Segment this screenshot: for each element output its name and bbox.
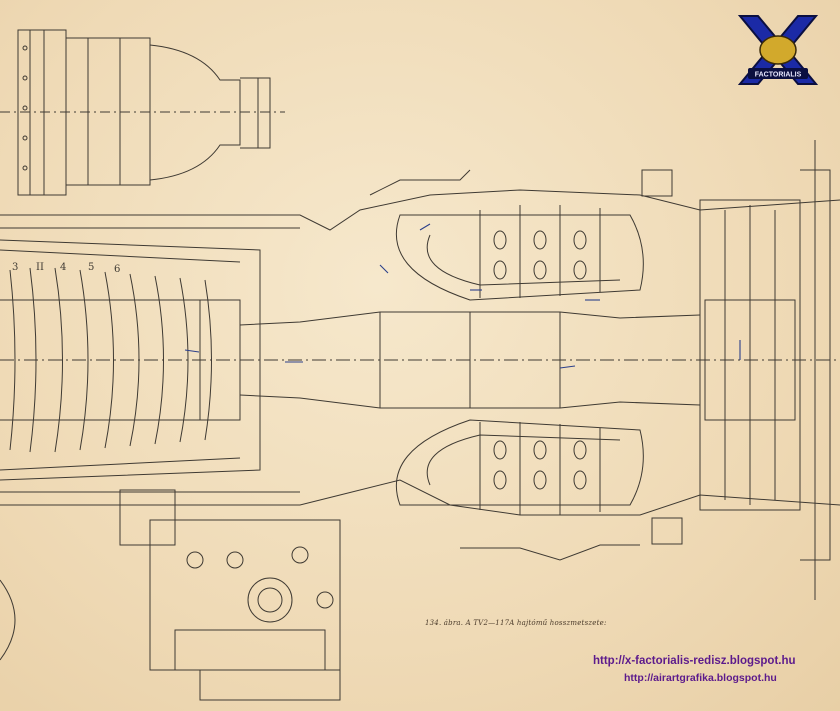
stage-label: 5 (88, 262, 94, 273)
combustion-chamber-lower (395, 419, 644, 515)
engine-outer-casing (0, 189, 840, 516)
main-shaft (239, 311, 701, 409)
left-housing-arc (0, 579, 16, 661)
watermark-url-primary[interactable]: http://x-factorialis-redisz.blogspot.hu (593, 655, 796, 667)
compressor-section (0, 239, 261, 481)
combustion-chamber-upper (395, 205, 644, 301)
logo-text: FACTORIALIS (755, 72, 802, 79)
intake-detail-view (0, 29, 285, 196)
watermark-url-secondary[interactable]: http://airartgrafika.blogspot.hu (624, 672, 777, 684)
accessory-gearbox (119, 489, 341, 701)
figure-caption: 134. ábra. A TV2—117A hajtómű hosszmetsz… (425, 619, 607, 627)
stage-label: 6 (114, 264, 120, 275)
stage-label: II (36, 262, 44, 273)
stage-label: 4 (60, 262, 66, 273)
factorialis-logo-icon: FACTORIALIS (737, 15, 819, 85)
turbine-section (641, 140, 831, 600)
stage-label: 3 (12, 262, 18, 273)
